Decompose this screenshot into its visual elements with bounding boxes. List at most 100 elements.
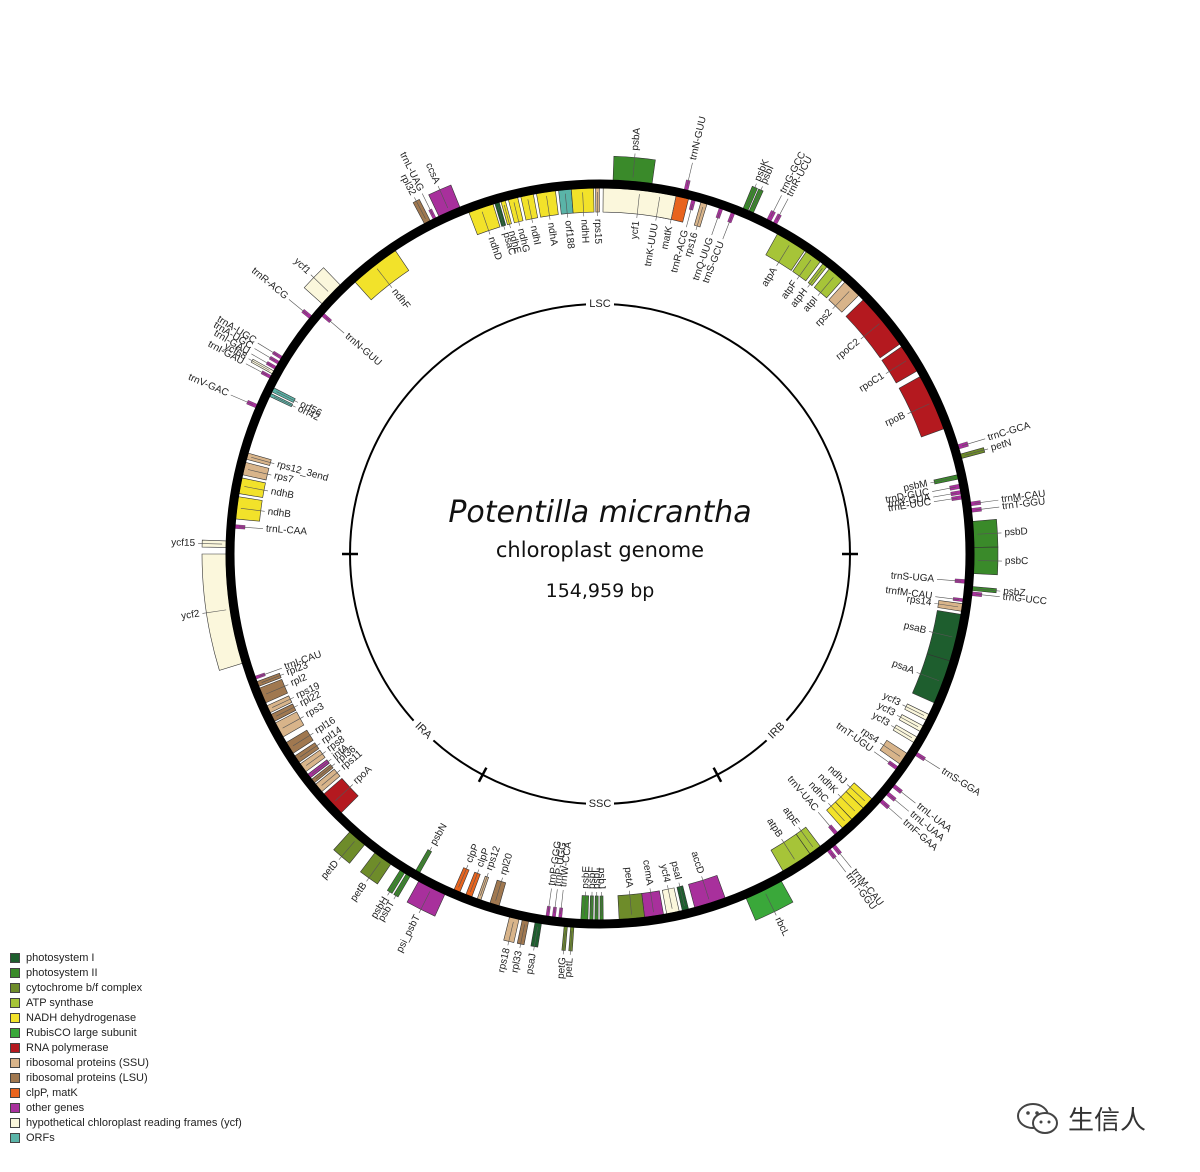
legend-item: RNA polymerase <box>10 1040 242 1055</box>
legend-item: hypothetical chloroplast reading frames … <box>10 1115 242 1130</box>
gene-leader-line <box>880 742 901 757</box>
gene-leader-line <box>560 889 564 914</box>
legend-label: ribosomal proteins (LSU) <box>26 1071 148 1084</box>
gene-label: cemA <box>640 859 655 886</box>
gene-leader-line <box>533 926 538 951</box>
gene-leader-line <box>655 196 661 221</box>
gene-leader-line <box>977 532 1002 535</box>
gene-leader-line <box>272 697 295 708</box>
gene-label: trnS-UGA <box>890 571 934 585</box>
legend-swatch <box>10 1042 20 1053</box>
gene-leader-line <box>288 299 308 315</box>
gene-leader-line <box>711 212 720 236</box>
gene-leader-line <box>366 861 381 882</box>
gene-leader-line <box>527 199 533 223</box>
region-label-bg <box>761 715 792 746</box>
gene-leader-line <box>916 672 940 682</box>
legend-item: clpP, matK <box>10 1085 242 1100</box>
gene-leader-line <box>629 890 632 915</box>
gene-label: trnS-GGA <box>939 766 982 799</box>
gene-leader-line <box>636 194 640 219</box>
legend-swatch <box>10 1057 20 1068</box>
gene-leader-line <box>321 769 341 786</box>
gene-label: atpA <box>760 265 780 289</box>
gene-leader-line <box>770 195 782 217</box>
legend-item: ribosomal proteins (SSU) <box>10 1055 242 1070</box>
region-boundaries <box>342 552 858 783</box>
gene-leader-line <box>554 889 558 914</box>
gene-leader-line <box>584 891 586 916</box>
watermark-text: 生信人 <box>1068 1106 1147 1136</box>
gene-label: petA <box>622 867 635 889</box>
gene-leader-line <box>860 323 880 340</box>
legend-label: cytochrome b/f complex <box>26 981 143 994</box>
region-boundary-tick <box>712 767 723 783</box>
legend-item: other genes <box>10 1100 242 1115</box>
gene-label: petG <box>556 957 569 980</box>
region-label-ssc: SSC <box>589 798 612 810</box>
legend-swatch <box>10 952 20 963</box>
gene-label: psaB <box>903 620 928 636</box>
gene-label: petL <box>563 957 575 978</box>
legend-swatch <box>10 1087 20 1098</box>
gene-label: psaJ <box>524 953 538 976</box>
gene-leader-line <box>933 492 957 498</box>
gene-label: rps15 <box>592 219 603 245</box>
gene-leader-line <box>928 631 953 638</box>
gene-leader-line <box>418 891 431 914</box>
gene-leader-line <box>247 469 272 476</box>
gene-leader-line <box>251 353 273 367</box>
species-name: Potentilla micrantha <box>448 495 751 530</box>
gene-leader-line <box>495 877 503 901</box>
gene-leader-line <box>832 291 850 310</box>
legend-label: photosystem II <box>26 966 98 979</box>
gene-label: trnT-GGU <box>1002 496 1046 512</box>
gene-label: rbcL <box>772 916 791 939</box>
gene-leader-line <box>238 526 263 529</box>
gene-label: ycf1 <box>629 220 642 240</box>
gene-leader-line <box>632 153 636 178</box>
gene-label: rps14 <box>906 594 933 609</box>
gene-leader-line <box>776 198 789 221</box>
gene-leader-line <box>890 795 910 812</box>
gene-leader-line <box>722 216 732 240</box>
gene-leader-line <box>686 203 693 228</box>
legend-label: RubisCO large subunit <box>26 1026 137 1039</box>
gene-leader-line <box>261 673 285 683</box>
gene-leader-line <box>807 268 823 288</box>
gene-label: ccsA <box>423 161 442 186</box>
gene-label: ndhI <box>528 225 543 246</box>
gene-leader-line <box>932 486 956 492</box>
gene-leader-line <box>837 793 856 812</box>
legend-label: RNA polymerase <box>26 1041 109 1054</box>
gene-leader-line <box>240 508 265 512</box>
gene-label: ndhB <box>267 506 292 520</box>
gene-leader-line <box>300 743 321 758</box>
gene-leader-line <box>701 876 710 900</box>
gene-leader-line <box>244 486 268 492</box>
gene-label: psbN <box>429 822 450 848</box>
gene-label: matK <box>660 225 676 250</box>
gene-label: psbM <box>902 478 928 494</box>
gene-leader-line <box>830 852 847 873</box>
gene-label: petD <box>319 858 341 881</box>
gene-label: ycf4 <box>658 863 673 884</box>
gene-label: trnR-ACG <box>249 266 290 302</box>
legend-swatch <box>10 1012 20 1023</box>
gene-leader-line <box>798 827 814 848</box>
gene-leader-line <box>315 763 336 779</box>
gene-label: psbZ <box>1003 586 1026 599</box>
gene-leader-line <box>546 195 551 220</box>
legend-item: NADH dehydrogenase <box>10 1010 242 1025</box>
legend-item: ORFs <box>10 1130 242 1145</box>
gene-leader-line <box>902 704 925 716</box>
gene-leader-line <box>796 259 812 280</box>
gene-leader-line <box>974 499 999 504</box>
legend-label: ORFs <box>26 1131 55 1144</box>
gene-leader-line <box>202 609 227 614</box>
gene-leader-line <box>480 872 489 896</box>
gene-leader-line <box>481 211 491 235</box>
gene-label: psaI <box>668 860 683 881</box>
legend-label: photosystem I <box>26 951 95 964</box>
